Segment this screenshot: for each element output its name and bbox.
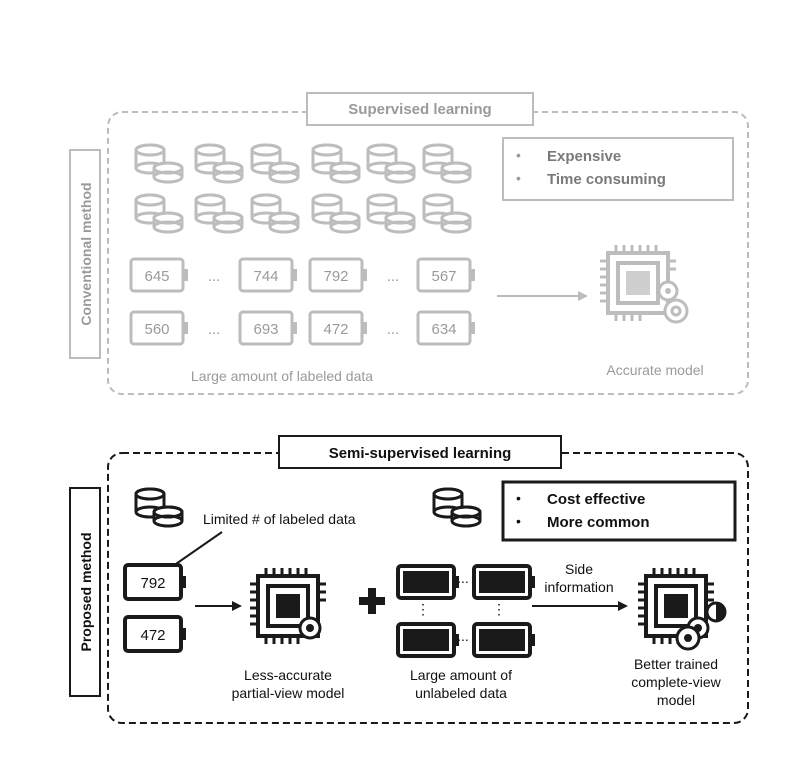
supervised-title: Supervised learning xyxy=(348,101,491,118)
supervised-bullets-box xyxy=(502,137,734,201)
ellipsis: ... xyxy=(457,628,469,644)
supervised-bullet-1: Expensive xyxy=(547,148,621,165)
coin-stack-icon xyxy=(311,143,361,184)
proposed-side-box xyxy=(69,487,101,697)
bullet-dot: • xyxy=(516,170,521,186)
battery-value: 792 xyxy=(140,575,165,592)
complete-view-chip-icon xyxy=(636,566,727,651)
coin-stack-icon xyxy=(422,143,472,184)
coin-stack-icon xyxy=(250,143,300,184)
side-info-line-2: information xyxy=(544,579,613,595)
battery-icon: 567 xyxy=(416,257,475,293)
bullet-dot: • xyxy=(516,513,521,529)
battery-value: 693 xyxy=(253,321,278,338)
vertical-ellipsis: ⋮ xyxy=(492,601,506,617)
accurate-model-chip-icon xyxy=(598,243,689,324)
coin-stack-icon xyxy=(432,487,482,528)
supervised-panel: Supervised learning Conventional method … xyxy=(69,92,749,395)
semi-supervised-bullets-box xyxy=(501,480,737,542)
arrow-icon xyxy=(532,601,628,611)
labeled-data-caption: Large amount of labeled data xyxy=(191,368,373,384)
coin-stack-icon xyxy=(250,193,300,234)
semi-bullet-2: More common xyxy=(547,514,650,531)
battery-value: 560 xyxy=(144,321,169,338)
battery-icon: 634 xyxy=(416,310,475,346)
proposed-side-label: Proposed method xyxy=(78,532,94,651)
arrow-icon xyxy=(195,601,242,611)
unlabeled-caption-line-2: unlabeled data xyxy=(415,685,507,701)
battery-icon: 693 xyxy=(238,310,297,346)
semi-supervised-title-box xyxy=(278,435,562,469)
pointer-line xyxy=(172,531,223,567)
battery-value: 472 xyxy=(140,627,165,644)
coin-stack-icon xyxy=(311,193,361,234)
limited-labeled-caption: Limited # of labeled data xyxy=(203,511,356,527)
unlabeled-battery-icon xyxy=(396,564,461,600)
unlabeled-battery-icon xyxy=(396,622,461,658)
supervised-title-box xyxy=(306,92,534,126)
arrow-icon xyxy=(497,291,588,301)
coin-stack-icon xyxy=(134,143,184,184)
ellipsis: ... xyxy=(208,268,221,285)
coin-stack-icon xyxy=(194,193,244,234)
accurate-model-caption: Accurate model xyxy=(606,362,703,378)
unlabeled-batteries: ... ⋮ ⋮ ... xyxy=(396,564,537,658)
partial-caption-line-1: Less-accurate xyxy=(244,667,332,683)
conventional-side-box xyxy=(69,149,101,359)
conventional-side-label: Conventional method xyxy=(78,182,94,325)
labeled-battery-row-1: 645 ... 744 792 ... 567 xyxy=(129,257,475,293)
coin-stack-icon xyxy=(194,143,244,184)
partial-view-chip-icon xyxy=(248,566,328,646)
plus-icon xyxy=(359,588,385,614)
coin-stack-icon xyxy=(134,193,184,234)
final-caption-line-3: model xyxy=(657,692,695,708)
semi-supervised-title: Semi-supervised learning xyxy=(329,445,512,462)
battery-value: 744 xyxy=(253,268,278,285)
semi-supervised-panel: Semi-supervised learning Proposed method… xyxy=(69,435,749,724)
final-caption-line-1: Better trained xyxy=(634,656,718,672)
side-info-line-1: Side xyxy=(565,561,593,577)
ellipsis: ... xyxy=(457,570,469,586)
labeled-battery-row-2: 560 ... 693 472 ... 634 xyxy=(129,310,475,346)
semi-bullet-1: Cost effective xyxy=(547,491,645,508)
coin-stack-icon xyxy=(366,193,416,234)
bullet-dot: • xyxy=(516,490,521,506)
labeled-battery-icon: 792 xyxy=(123,563,186,601)
ellipsis: ... xyxy=(387,321,400,338)
battery-icon: 792 xyxy=(308,257,367,293)
battery-value: 472 xyxy=(323,321,348,338)
coin-stack-icon xyxy=(366,143,416,184)
battery-value: 567 xyxy=(431,268,456,285)
coin-stack-icon xyxy=(422,193,472,234)
labeled-battery-icon: 472 xyxy=(123,615,186,653)
ellipsis: ... xyxy=(387,268,400,285)
battery-icon: 645 xyxy=(129,257,188,293)
vertical-ellipsis: ⋮ xyxy=(416,601,430,617)
partial-caption-line-2: partial-view model xyxy=(232,685,345,701)
coin-stacks-gray xyxy=(134,143,472,234)
battery-icon: 744 xyxy=(238,257,297,293)
semi-supervised-panel-border xyxy=(107,452,749,724)
ellipsis: ... xyxy=(208,321,221,338)
coin-stack-icon xyxy=(134,487,184,528)
final-caption-line-2: complete-view xyxy=(631,674,721,690)
bullet-dot: • xyxy=(516,147,521,163)
battery-icon: 472 xyxy=(308,310,367,346)
unlabeled-caption-line-1: Large amount of xyxy=(410,667,512,683)
unlabeled-battery-icon xyxy=(472,564,537,600)
battery-value: 645 xyxy=(144,268,169,285)
unlabeled-battery-icon xyxy=(472,622,537,658)
battery-icon: 560 xyxy=(129,310,188,346)
supervised-bullet-2: Time consuming xyxy=(547,171,666,188)
battery-value: 634 xyxy=(431,321,456,338)
battery-value: 792 xyxy=(323,268,348,285)
